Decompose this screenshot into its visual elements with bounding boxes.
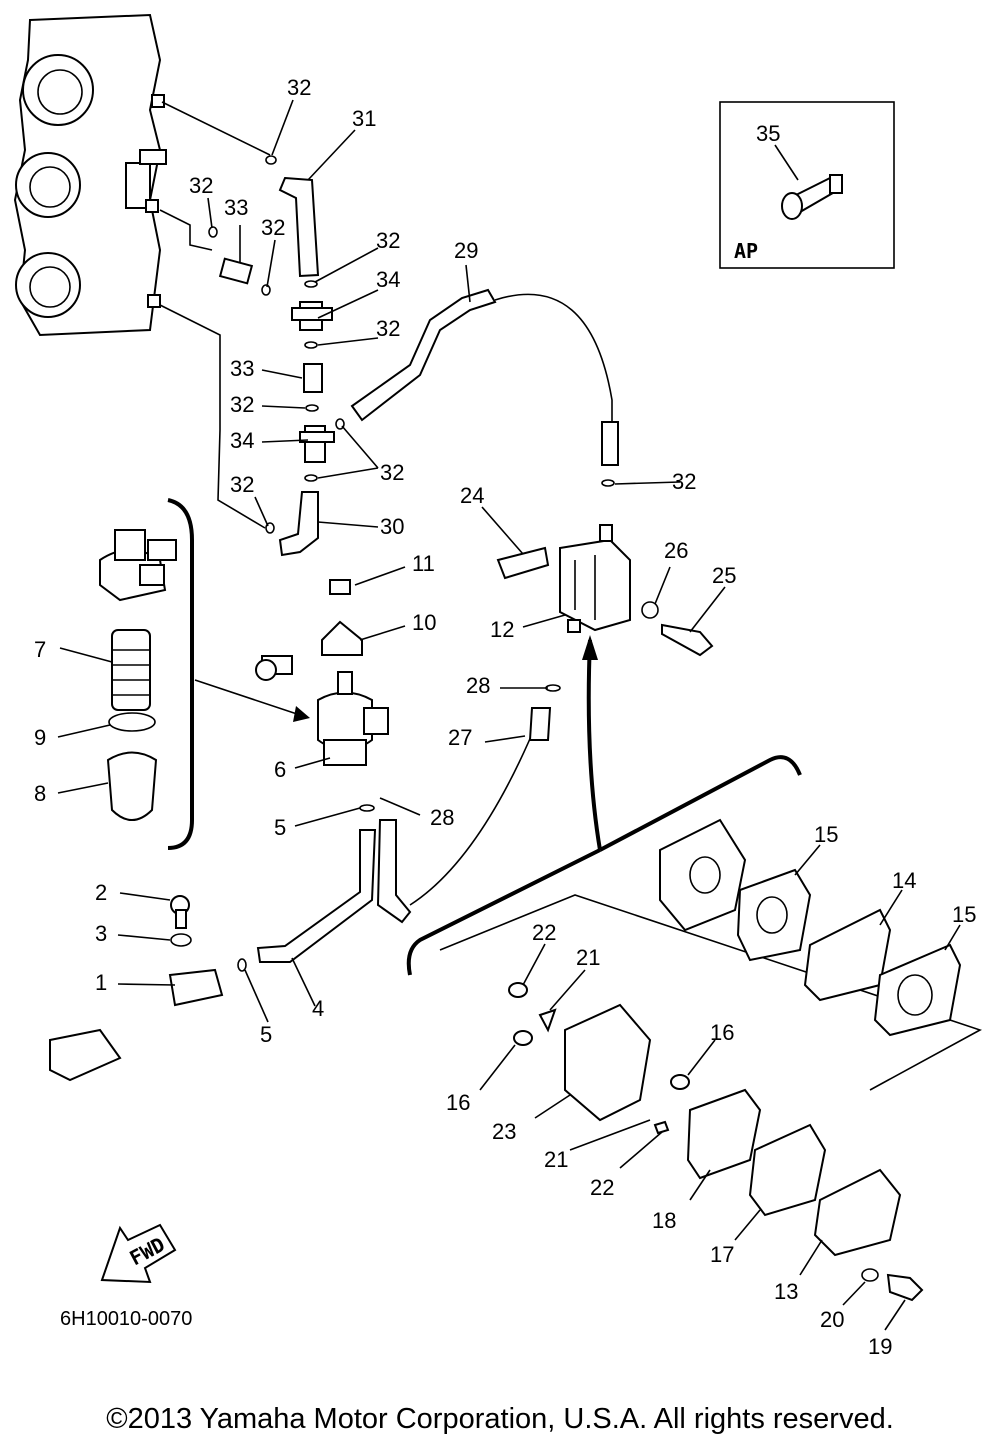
callout-14: 14 [892,868,916,893]
callout-28: 28 [466,673,490,698]
callout-32: 32 [230,392,254,417]
callout-16: 16 [446,1090,470,1115]
callout-34: 34 [230,428,254,453]
callout-35: 35 [756,121,780,146]
callout-32: 32 [672,469,696,494]
callout-32: 32 [230,472,254,497]
fuel-pump [496,524,714,851]
callout-29: 29 [454,238,478,263]
callout-32: 32 [189,173,213,198]
callout-23: 23 [492,1119,516,1144]
callout-24: 24 [460,483,484,508]
callout-32: 32 [261,215,285,240]
callout-6: 6 [274,757,286,782]
callout-21: 21 [576,945,600,970]
callout-13: 13 [774,1279,798,1304]
fuel-pump-exploded [406,755,982,1302]
callout-18: 18 [652,1208,676,1233]
callout-28: 28 [430,805,454,830]
callout-1: 1 [95,970,107,995]
callout-30: 30 [380,514,404,539]
diagram-code: 6H10010-0070 [60,1308,192,1330]
callout-4: 4 [312,996,324,1021]
ap-inset [719,101,895,269]
callout-21: 21 [544,1147,568,1172]
callout-12: 12 [490,617,514,642]
callout-3: 3 [95,921,107,946]
callout-10: 10 [412,610,436,635]
callout-20: 20 [820,1307,844,1332]
callout-16: 16 [710,1020,734,1045]
assembly-label-ap: AP [734,239,758,263]
callout-9: 9 [34,725,46,750]
callout-19: 19 [868,1334,892,1359]
callout-22: 22 [590,1175,614,1200]
leader-lines [57,99,961,1331]
callout-32: 32 [287,75,311,100]
callout-15: 15 [952,902,976,927]
callout-2: 2 [95,880,107,905]
callout-labels: 32 31 32 33 32 32 34 32 33 32 34 32 32 3… [34,75,976,1359]
callout-5: 5 [274,815,286,840]
callout-32: 32 [380,460,404,485]
forward-direction-arrow: FWD [100,1223,177,1284]
hose-routing [159,101,619,557]
fuel-lines [49,707,552,1082]
callout-33: 33 [224,195,248,220]
callout-32: 32 [376,316,400,341]
callout-22: 22 [532,920,556,945]
callout-5: 5 [260,1022,272,1047]
callout-27: 27 [448,725,472,750]
copyright-notice: ©2013 Yamaha Motor Corporation, U.S.A. A… [106,1403,894,1435]
callout-33: 33 [230,356,254,381]
callout-17: 17 [710,1242,734,1267]
callout-32: 32 [376,228,400,253]
fuel-filter [255,579,389,766]
callout-15: 15 [814,822,838,847]
fuel-filter-exploded [99,498,310,850]
callout-8: 8 [34,781,46,806]
callout-26: 26 [664,538,688,563]
callout-31: 31 [352,106,376,131]
carburetor-bank [13,13,213,337]
callout-25: 25 [712,563,736,588]
callout-34: 34 [376,267,400,292]
callout-11: 11 [412,551,435,576]
callout-7: 7 [34,637,46,662]
